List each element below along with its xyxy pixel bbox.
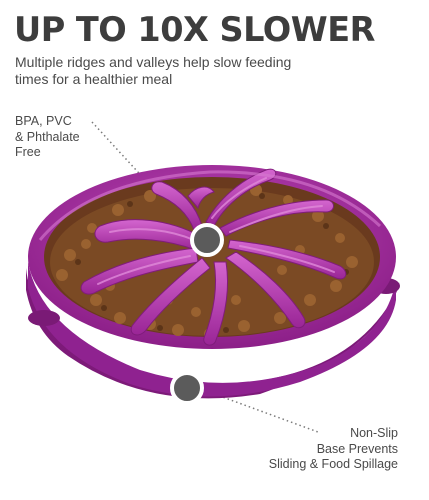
- base-callout-text: Non-Slip Base Prevents Sliding & Food Sp…: [268, 426, 398, 471]
- bowl-side-wall: [28, 262, 396, 397]
- rim-highlight: [38, 170, 382, 241]
- base-marker: [170, 371, 204, 405]
- material-callout: BPA, PVC & Phthalate Free: [15, 114, 125, 161]
- bowl-foot-left: [28, 310, 60, 326]
- ridge-highlights: [97, 177, 335, 285]
- center-marker: [190, 223, 224, 257]
- base-callout: Non-Slip Base Prevents Sliding & Food Sp…: [238, 426, 398, 473]
- spiral-ridges: [80, 168, 347, 346]
- material-callout-text: BPA, PVC & Phthalate Free: [15, 114, 80, 159]
- headline: UP TO 10X SLOWER: [14, 10, 375, 49]
- base-leader-line: [197, 387, 319, 433]
- subtitle: Multiple ridges and valleys help slow fe…: [15, 54, 292, 87]
